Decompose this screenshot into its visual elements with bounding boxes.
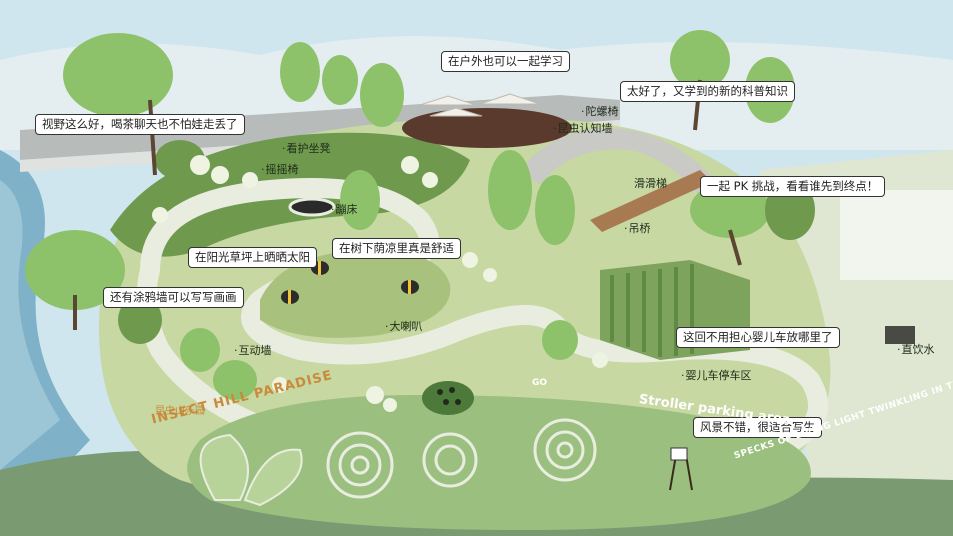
- bubble-sketching: 风景不错，很适合写生: [693, 417, 822, 438]
- bubble-pk-challenge: 一起 PK 挑战，看看谁先到终点！: [700, 176, 886, 197]
- ground-text-paradise-cn: 昆虫山乐园: [155, 406, 205, 417]
- label-insect-wall: ·昆虫认知墙: [553, 122, 613, 135]
- bubble-sunbath-lawn: 在阳光草坪上晒晒太阳: [188, 247, 317, 268]
- bubble-graffiti-wall: 还有涂鸦墙可以写写画画: [103, 287, 244, 308]
- label-guard-bench: ·看护坐凳: [282, 142, 331, 155]
- bubble-tree-shade: 在树下荫凉里真是舒适: [332, 238, 461, 259]
- label-gyro-chair: ·陀螺椅: [581, 105, 619, 118]
- label-stroller-area: ·婴儿车停车区: [681, 369, 752, 382]
- bubble-outdoor-learning: 在户外也可以一起学习: [441, 51, 570, 72]
- ground-sign-go: GO: [532, 378, 548, 388]
- label-trampoline: ·蹦床: [331, 203, 358, 216]
- label-rocking-chair: ·摇摇椅: [261, 163, 299, 176]
- label-drinking-water: ·直饮水: [897, 343, 935, 356]
- label-slide: 滑滑梯: [634, 177, 667, 190]
- bubble-tea-chat: 视野这么好，喝茶聊天也不怕娃走丢了: [35, 114, 245, 135]
- label-suspension-bridge: ·吊桥: [624, 222, 651, 235]
- bubble-stroller-parking: 这回不用担心婴儿车放哪里了: [676, 327, 840, 348]
- bubble-learned-science: 太好了，又学到的新的科普知识: [620, 81, 795, 102]
- label-big-horn: ·大喇叭: [385, 320, 423, 333]
- label-interactive-wall: ·互动墙: [234, 344, 272, 357]
